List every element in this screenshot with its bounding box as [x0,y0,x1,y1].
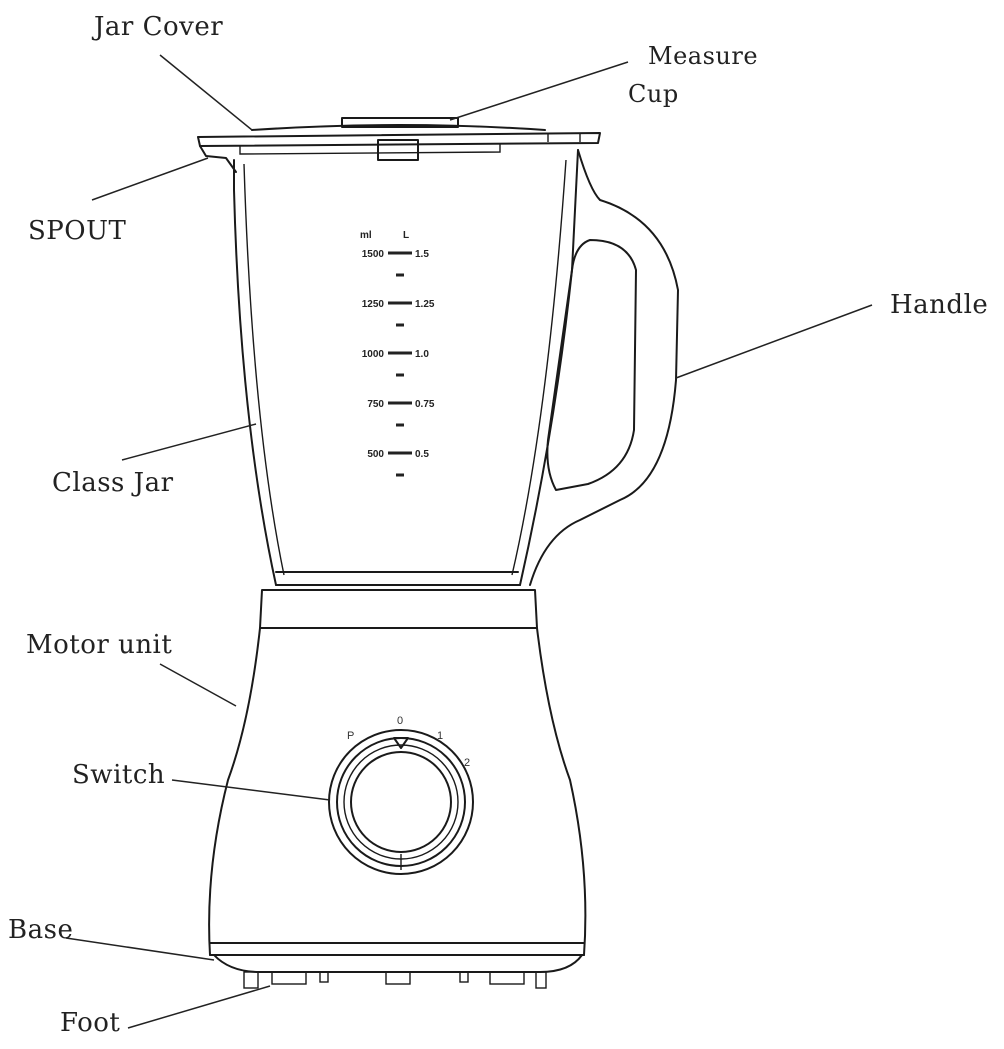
jar-cover [197,124,601,161]
scale-l-label: 1.25 [415,299,435,310]
measure-cup [341,117,459,128]
leader-jar-cover [159,54,253,131]
scale-l-label: 0.75 [415,399,435,410]
scale-l-label: 1.5 [415,249,429,260]
motor-unit [208,589,587,956]
switch-pos-1: 1 [437,730,443,742]
leader-switch [171,779,331,801]
switch-knob: P 0 1 2 [328,715,474,875]
base-feet [213,954,583,989]
spout [199,145,237,173]
leader-foot [127,985,271,1029]
leader-spout [91,157,209,201]
label-jar-cover: Jar Cover [94,12,224,42]
label-motor-unit: Motor unit [26,630,173,660]
leader-lines [65,54,873,1029]
leader-base [65,937,215,961]
label-base: Base [8,915,74,945]
scale-l-label: 0.5 [415,449,429,460]
glass-jar [233,149,579,586]
scale-ml-label: 1250 [362,299,385,310]
leader-handle [675,304,873,379]
switch-pos-0: 0 [397,715,403,727]
handle [529,149,679,586]
switch-pos-p: P [347,730,354,742]
leader-measure-cup [449,61,629,121]
scale-ml-label: 1500 [362,249,385,260]
label-glass-jar: Class Jar [52,468,174,498]
label-measure-cup-line1: Measure [648,42,759,70]
scale-unit-ml: ml [360,230,372,241]
switch-pos-2: 2 [464,757,470,769]
label-foot: Foot [60,1008,121,1038]
scale-unit-l: L [403,230,409,241]
label-spout: SPOUT [28,216,127,246]
leader-motor-unit [159,663,237,707]
scale-ml-label: 750 [367,399,384,410]
label-switch: Switch [72,760,166,790]
scale-l-label: 1.0 [415,349,429,360]
label-measure-cup-line2: Cup [628,80,679,108]
leader-glass-jar [121,423,257,461]
label-handle: Handle [890,290,989,320]
scale-ml-label: 1000 [362,349,385,360]
measuring-scale: ml L 1500 1.5 1250 1.25 1000 1.0 750 0.75 500 0.5 [360,230,435,477]
scale-ml-label: 500 [367,449,384,460]
